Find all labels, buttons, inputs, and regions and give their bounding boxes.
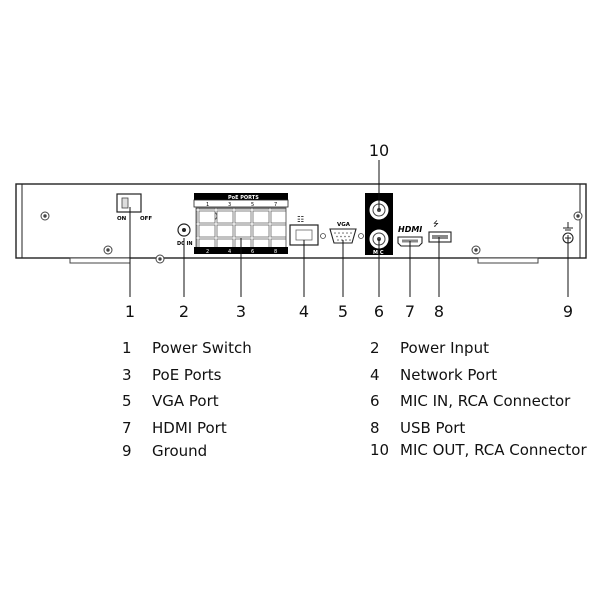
legend-number: 10	[370, 441, 390, 459]
callout-6: 6	[374, 302, 384, 321]
legend-number: 9	[122, 442, 132, 460]
legend-number: 7	[122, 419, 132, 437]
legend-label: HDMI Port	[152, 419, 227, 437]
poe-port-number: 4	[228, 249, 231, 255]
legend-item: 4 Network Port	[370, 366, 497, 384]
legend-item: 1 Power Switch	[122, 339, 252, 357]
poe-port-number: 3	[228, 202, 231, 208]
legend-number: 3	[122, 366, 132, 384]
legend-label: PoE Ports	[152, 366, 222, 384]
poe-port-number: 8	[274, 249, 277, 255]
legend-label: MIC IN, RCA Connector	[400, 392, 571, 410]
legend-label: Power Switch	[152, 339, 252, 357]
legend-number: 1	[122, 339, 132, 357]
callout-9: 9	[563, 302, 573, 321]
vga-label: VGA	[337, 222, 351, 228]
legend-label: MIC OUT, RCA Connector	[400, 441, 587, 459]
hdmi-logo: HDMI	[398, 225, 422, 234]
screw-icon	[40, 211, 583, 264]
legend-item: 6 MIC IN, RCA Connector	[370, 392, 570, 410]
legend-label: VGA Port	[152, 392, 219, 410]
legend-item: 5 VGA Port	[122, 392, 219, 410]
poe-port-number: 6	[251, 249, 254, 255]
legend-item: 2 Power Input	[370, 339, 489, 357]
legend-item: 8 USB Port	[370, 419, 465, 437]
usb-port: ⭍	[428, 220, 452, 243]
mic-label: MIC	[373, 250, 384, 256]
legend-item: 3 PoE Ports	[122, 366, 222, 384]
usb-icon: ⭍	[433, 220, 439, 228]
switch-on-label: ON	[117, 216, 127, 222]
callout-4: 4	[299, 302, 309, 321]
vga-port: VGA	[320, 222, 364, 244]
dc-in-label: DC IN	[177, 241, 193, 247]
legend-label: USB Port	[400, 419, 466, 437]
poe-port-number: 7	[274, 202, 277, 208]
legend-number: 6	[370, 392, 380, 410]
legend-item: 10 MIC OUT, RCA Connector	[370, 441, 587, 459]
legend-item: 9 Ground	[122, 442, 207, 460]
poe-port-number: 5	[251, 202, 254, 208]
legend-number: 8	[370, 419, 380, 437]
legend-item: 7 HDMI Port	[122, 419, 227, 437]
callout-3: 3	[236, 302, 246, 321]
callout-10: 10	[369, 141, 389, 160]
callout-8: 8	[434, 302, 444, 321]
poe-ports-label: PoE PORTS	[228, 195, 259, 201]
poe-port-number: 2	[206, 249, 209, 255]
leader-lines	[129, 160, 569, 297]
power-switch: ON OFF	[116, 193, 152, 222]
rear-panel-diagram: ON OFF DC IN PoE PORTS 1 3 5 7 2 4 6 8 ☷…	[15, 141, 587, 321]
legend-number: 2	[370, 339, 380, 357]
switch-off-label: OFF	[140, 216, 152, 222]
power-input-jack: DC IN	[177, 223, 193, 247]
legend-label: Network Port	[400, 366, 498, 384]
chassis	[15, 183, 587, 264]
callout-1: 1	[125, 302, 135, 321]
legend-label: Power Input	[400, 339, 489, 357]
legend-number: 5	[122, 392, 132, 410]
legend-number: 4	[370, 366, 380, 384]
callout-5: 5	[338, 302, 348, 321]
network-icon: ☷	[297, 215, 304, 224]
callout-7: 7	[405, 302, 415, 321]
legend-label: Ground	[152, 442, 208, 460]
callout-2: 2	[179, 302, 189, 321]
poe-port-number: 1	[206, 202, 209, 208]
